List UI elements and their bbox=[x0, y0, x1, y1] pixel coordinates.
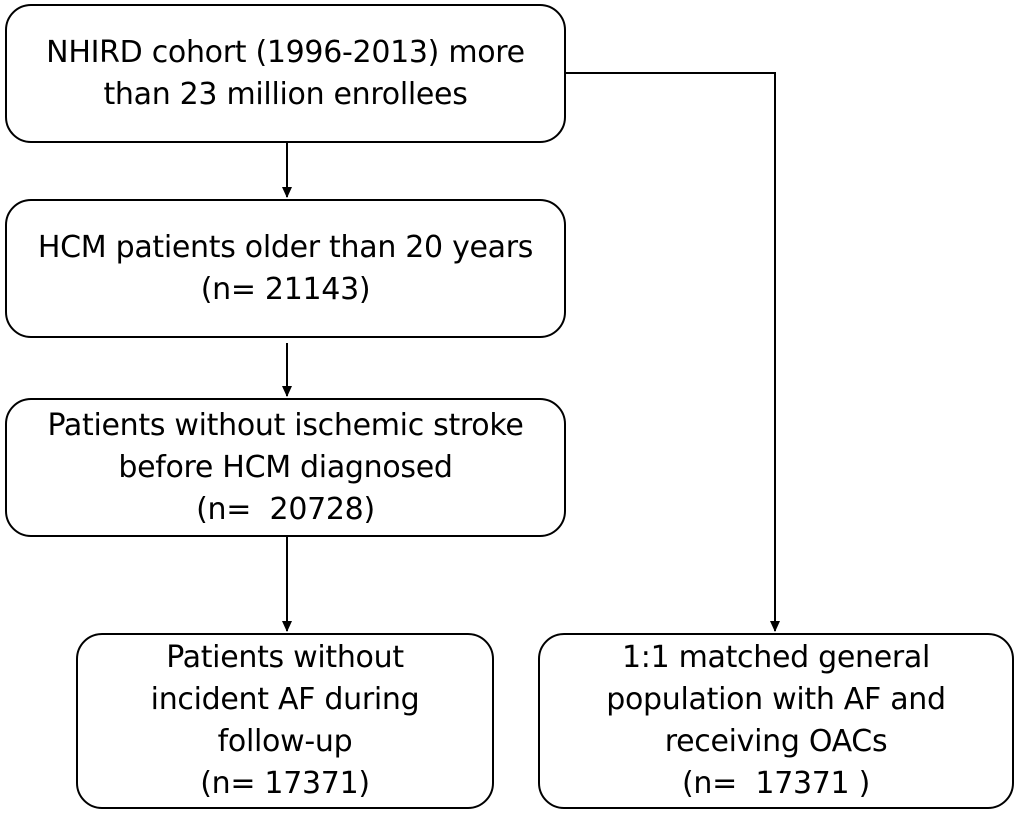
no-af-count: (n= 17371) bbox=[200, 766, 370, 801]
cohort-box: NHIRD cohort (1996-2013) more than 23 mi… bbox=[5, 4, 566, 143]
no-stroke-line-1: Patients without ischemic stroke bbox=[47, 407, 524, 443]
hcm-patients-box: HCM patients older than 20 years (n= 211… bbox=[5, 199, 566, 338]
arrow-cohort-to-matched bbox=[566, 72, 780, 632]
hcm-line-1: HCM patients older than 20 years bbox=[37, 229, 534, 265]
cohort-line-1: NHIRD cohort (1996-2013) more bbox=[46, 34, 525, 70]
matched-count: (n= 17371 ) bbox=[681, 766, 870, 801]
no-af-line-3: follow-up bbox=[217, 724, 353, 759]
no-stroke-count: (n= 20728) bbox=[196, 491, 375, 527]
no-stroke-line-2: before HCM diagnosed bbox=[118, 449, 453, 485]
matched-line-3: receiving OACs bbox=[664, 724, 888, 759]
matched-line-1: 1:1 matched general bbox=[621, 640, 931, 675]
cohort-line-2: than 23 million enrollees bbox=[103, 76, 468, 112]
no-stroke-box: Patients without ischemic stroke before … bbox=[5, 398, 566, 537]
no-af-box: Patients without incident AF during foll… bbox=[76, 633, 494, 809]
no-af-line-2: incident AF during bbox=[150, 682, 420, 717]
hcm-count: (n= 21143) bbox=[200, 271, 371, 307]
no-af-line-1: Patients without bbox=[166, 640, 404, 675]
matched-line-2: population with AF and bbox=[606, 682, 946, 717]
matched-population-box: 1:1 matched general population with AF a… bbox=[538, 633, 1014, 809]
